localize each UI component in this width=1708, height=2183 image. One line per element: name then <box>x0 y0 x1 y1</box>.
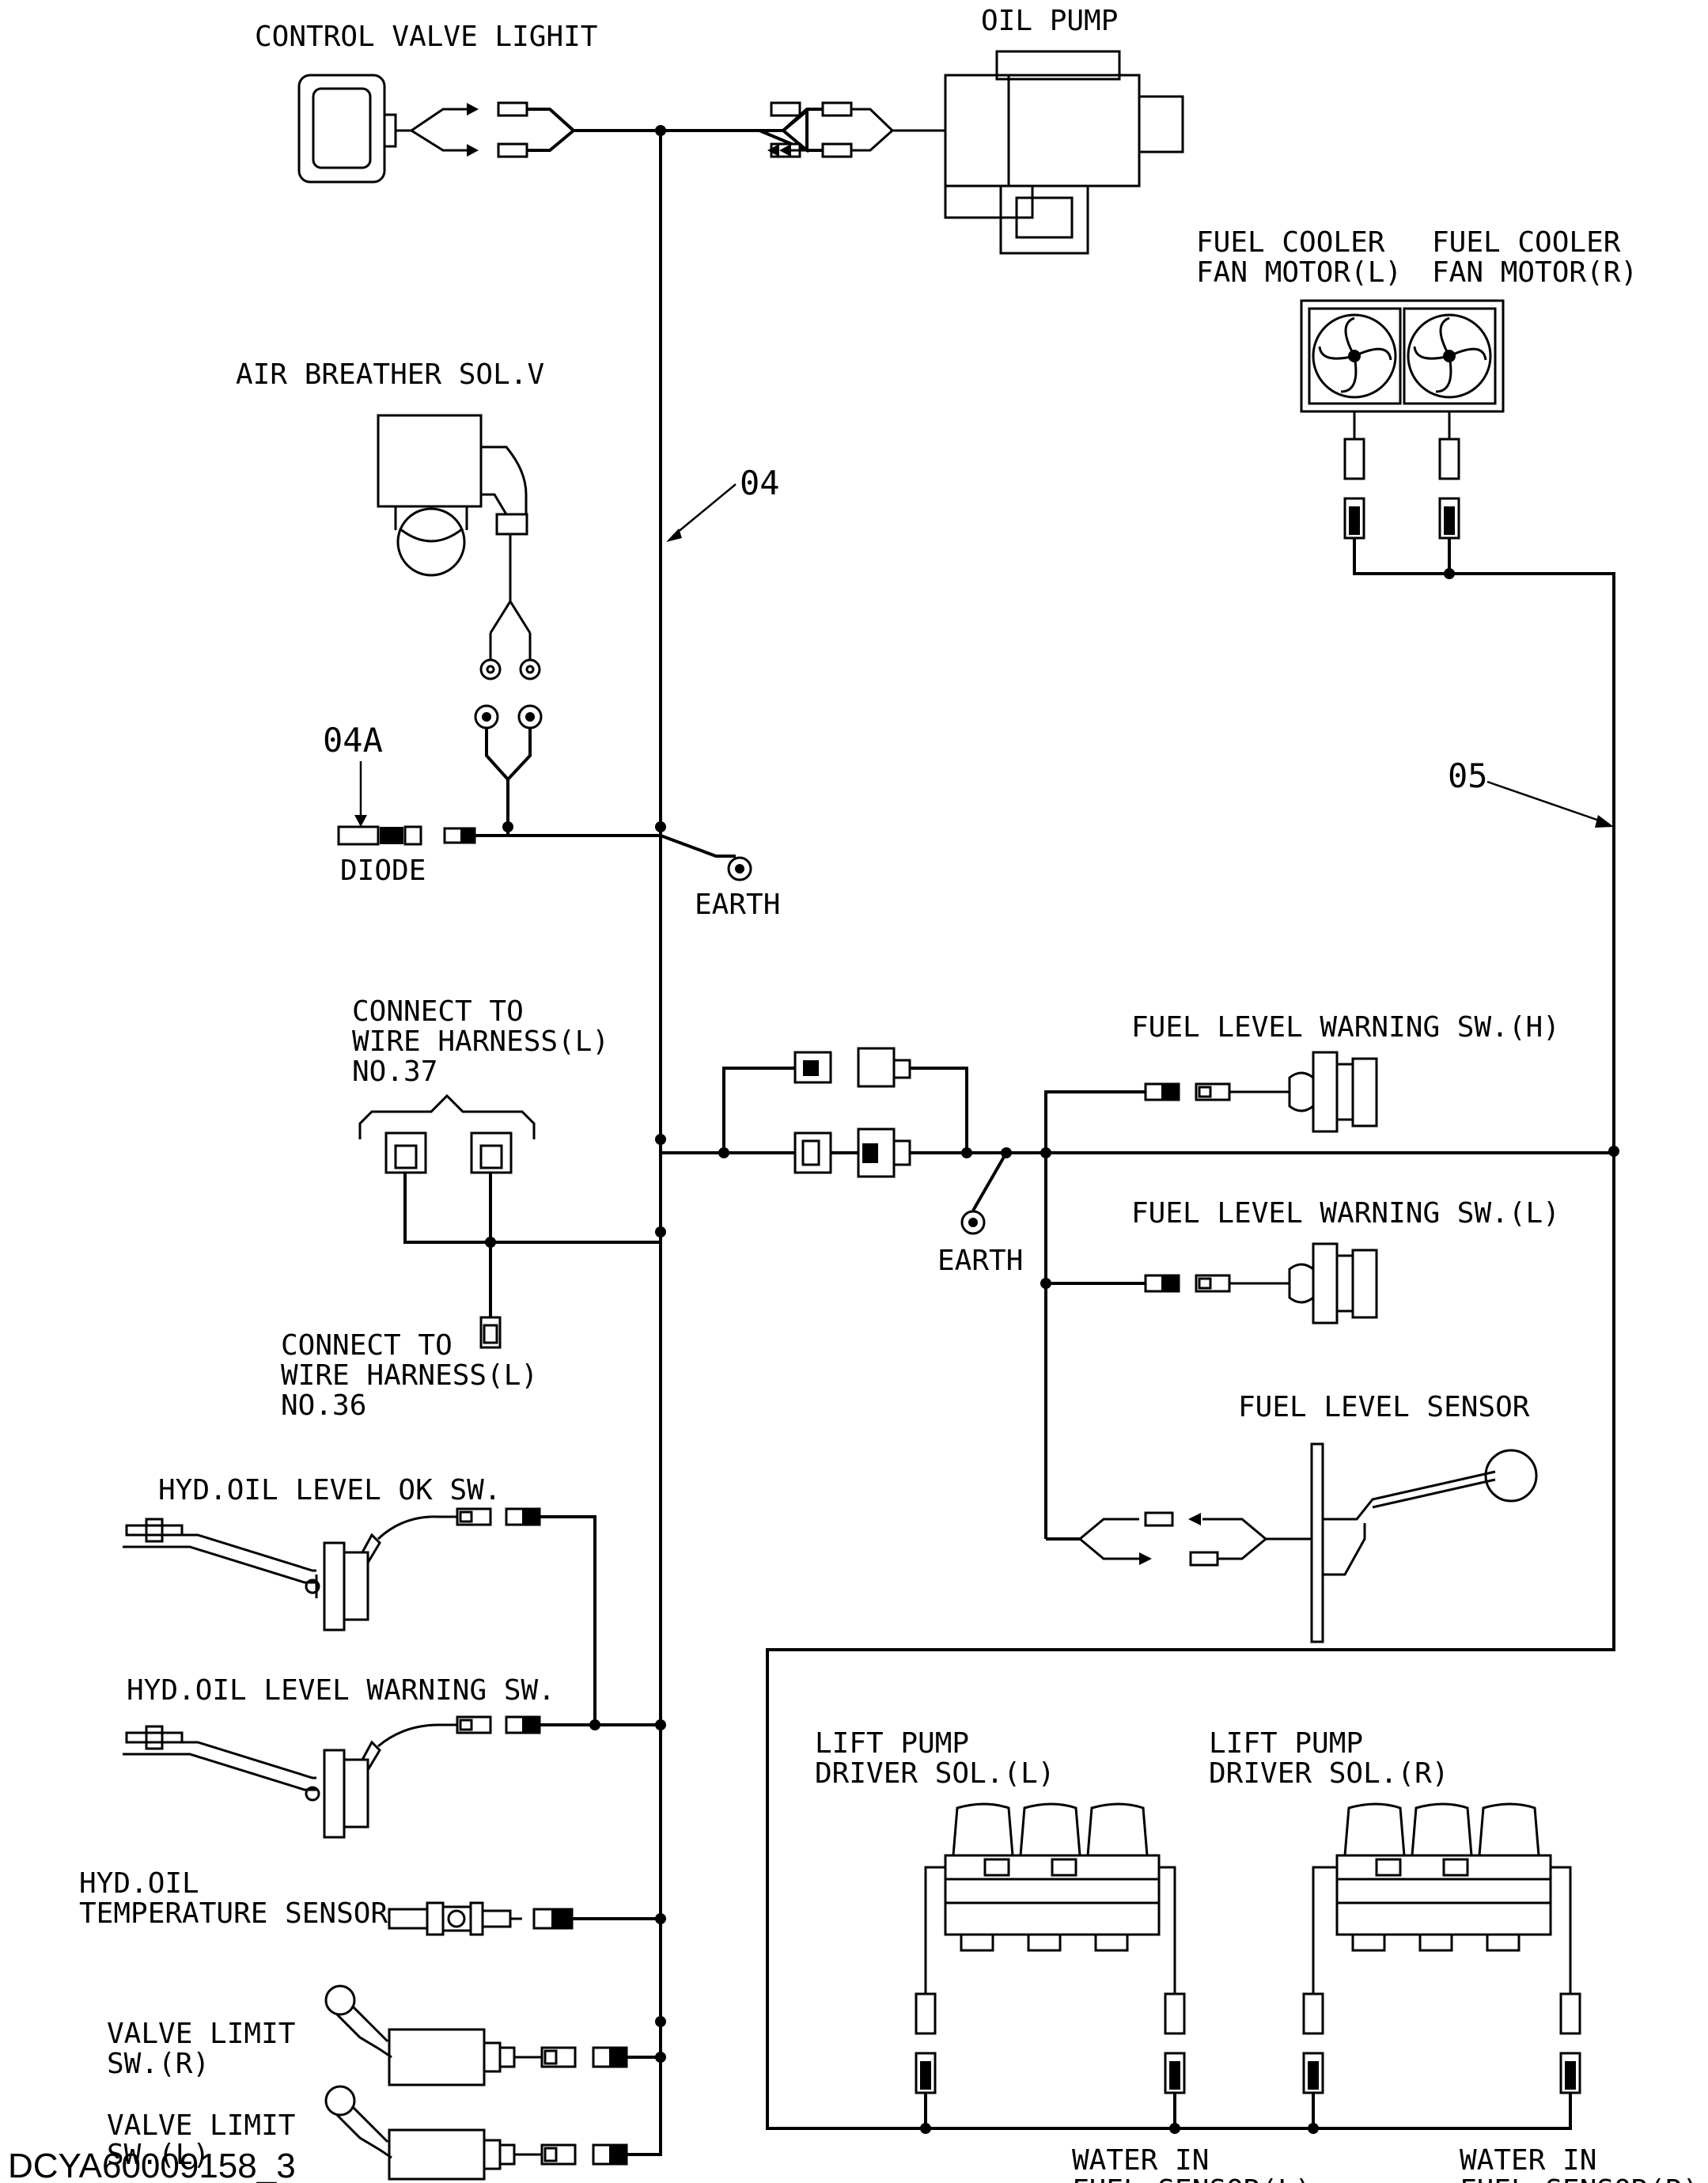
svg-text:FUEL SENSOR(L): FUEL SENSOR(L) <box>1072 2174 1312 2183</box>
svg-text:FUEL LEVEL SENSOR: FUEL LEVEL SENSOR <box>1238 1391 1530 1423</box>
svg-text:CONNECT TO: CONNECT TO <box>352 995 524 1028</box>
svg-text:EARTH: EARTH <box>695 889 780 921</box>
fuel-level-sensor: FUEL LEVEL SENSOR <box>1044 1391 1538 1643</box>
wire-label-04: 04 <box>666 464 780 542</box>
svg-text:CONNECT TO: CONNECT TO <box>281 1329 453 1362</box>
lift-pump-driver-sol-l: LIFT PUMP DRIVER SOL.(L) WATER IN FUEL S… <box>815 1727 1312 2183</box>
svg-text:04: 04 <box>740 464 780 502</box>
svg-text:CONTROL VALVE LIGHIT: CONTROL VALVE LIGHIT <box>255 21 597 53</box>
svg-text:WIRE HARNESS(L): WIRE HARNESS(L) <box>281 1359 538 1392</box>
svg-text:04A: 04A <box>323 721 383 760</box>
svg-text:DIODE: DIODE <box>340 855 426 887</box>
svg-text:FUEL LEVEL WARNING SW.(H): FUEL LEVEL WARNING SW.(H) <box>1131 1011 1560 1044</box>
svg-text:VALVE LIMIT: VALVE LIMIT <box>107 2018 295 2050</box>
svg-text:WATER IN: WATER IN <box>1072 2144 1209 2177</box>
svg-text:DRIVER SOL.(L): DRIVER SOL.(L) <box>815 1757 1055 1790</box>
svg-text:WATER IN: WATER IN <box>1460 2144 1596 2177</box>
svg-text:TEMPERATURE SENSOR: TEMPERATURE SENSOR <box>79 1897 388 1930</box>
svg-text:SW.(R): SW.(R) <box>107 2048 210 2080</box>
svg-text:HYD.OIL LEVEL OK SW.: HYD.OIL LEVEL OK SW. <box>158 1474 501 1506</box>
diagram-id: DCYA60009158_3 <box>8 2147 296 2183</box>
svg-text:EARTH: EARTH <box>937 1245 1023 1277</box>
svg-text:FUEL SENSOR(R): FUEL SENSOR(R) <box>1460 2174 1699 2183</box>
svg-text:05: 05 <box>1448 756 1488 795</box>
hyd-oil-level-warning-sw: HYD.OIL LEVEL WARNING SW. <box>123 1674 595 1839</box>
svg-text:FUEL LEVEL WARNING SW.(L): FUEL LEVEL WARNING SW.(L) <box>1131 1197 1560 1230</box>
oil-pump: OIL PUMP <box>759 5 1184 255</box>
svg-text:FAN MOTOR(L): FAN MOTOR(L) <box>1196 256 1402 289</box>
svg-text:SW.(L): SW.(L) <box>107 2139 210 2171</box>
svg-text:LIFT PUMP: LIFT PUMP <box>815 1727 969 1760</box>
svg-text:DRIVER SOL.(R): DRIVER SOL.(R) <box>1209 1757 1449 1790</box>
svg-text:VALVE LIMIT: VALVE LIMIT <box>107 2109 295 2142</box>
svg-text:NO.36: NO.36 <box>281 1389 366 1422</box>
middle-connectors: EARTH <box>661 1047 1614 1277</box>
svg-text:FUEL COOLER: FUEL COOLER <box>1196 226 1385 259</box>
valve-limit-sw-r: VALVE LIMIT SW.(R) <box>107 1984 666 2086</box>
svg-text:HYD.OIL LEVEL WARNING SW.: HYD.OIL LEVEL WARNING SW. <box>127 1674 555 1707</box>
air-breather-sol-v: AIR BREATHER SOL.V <box>236 358 544 832</box>
fuel-level-warning-sw-l: FUEL LEVEL WARNING SW.(L) <box>1040 1153 1560 1539</box>
connect-to-harness: CONNECT TO WIRE HARNESS(L) NO.37 CONNECT… <box>281 995 661 1422</box>
svg-text:FUEL COOLER: FUEL COOLER <box>1432 226 1621 259</box>
lift-pump-driver-sol-r: LIFT PUMP DRIVER SOL.(R) WATER IN FUEL S… <box>1209 1727 1699 2183</box>
svg-text:NO.37: NO.37 <box>352 1055 437 1088</box>
wire-04-trunk <box>585 125 759 2132</box>
diode-and-earth: 04A DIODE EARTH <box>323 721 780 921</box>
svg-text:OIL PUMP: OIL PUMP <box>981 5 1118 37</box>
hyd-oil-temperature-sensor: HYD.OIL TEMPERATURE SENSOR <box>79 1867 661 1936</box>
wire-05: 05 <box>766 538 1619 2130</box>
svg-text:AIR BREATHER SOL.V: AIR BREATHER SOL.V <box>236 358 544 391</box>
svg-text:LIFT PUMP: LIFT PUMP <box>1209 1727 1363 1760</box>
fuel-cooler-fan-motors: FUEL COOLER FAN MOTOR(L) FUEL COOLER FAN… <box>1196 226 1638 540</box>
hyd-oil-level-ok-sw: HYD.OIL LEVEL OK SW. <box>123 1474 661 1730</box>
valve-limit-sw-l: VALVE LIMIT SW.(L) <box>107 2085 662 2181</box>
control-valve-light: CONTROL VALVE LIGHIT <box>255 21 597 184</box>
svg-text:WIRE HARNESS(L): WIRE HARNESS(L) <box>352 1025 609 1058</box>
svg-text:FAN MOTOR(R): FAN MOTOR(R) <box>1432 256 1638 289</box>
fuel-level-warning-sw-h: FUEL LEVEL WARNING SW.(H) <box>1044 1011 1560 1153</box>
svg-text:HYD.OIL: HYD.OIL <box>79 1867 199 1900</box>
